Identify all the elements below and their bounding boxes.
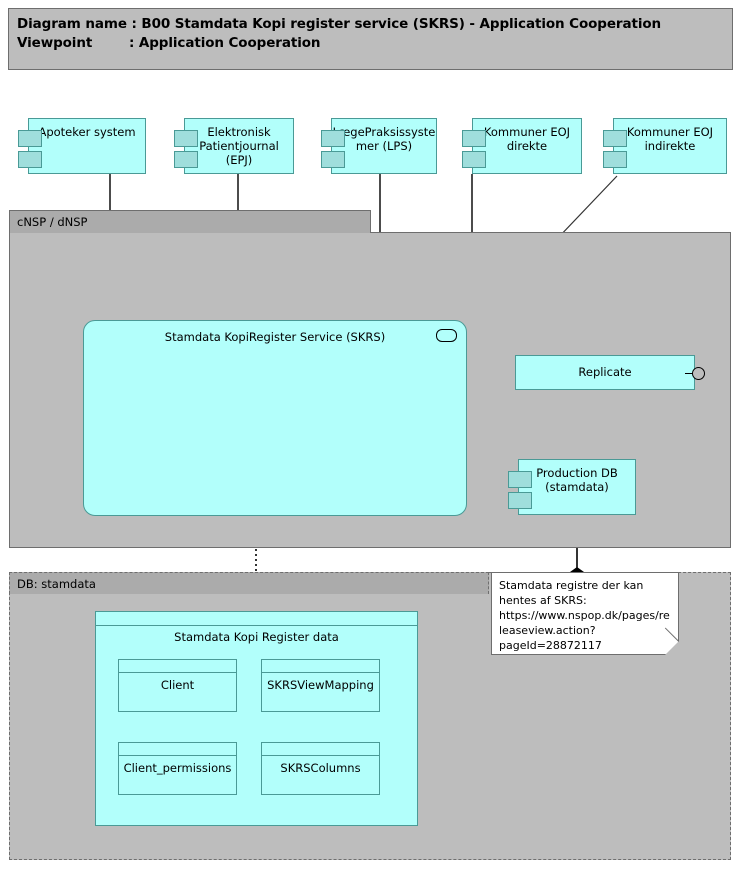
table-label: Client (160, 678, 195, 692)
component-label: LægePraksissyste mer (LPS) (332, 125, 436, 153)
group-db-stamdata-tab: DB: stamdata (9, 572, 489, 594)
diagram-name-line: Diagram name : B00 Stamdata Kopi registe… (17, 16, 662, 32)
table-header-strip (262, 660, 379, 673)
component-tab-icon (603, 151, 627, 168)
component-laegepraksissystemer-lps[interactable]: LægePraksissyste mer (LPS) (321, 118, 437, 174)
component-production-db-stamdata[interactable]: Production DB (stamdata) (508, 459, 636, 515)
component-kommuner-eoj-direkte[interactable]: Kommuner EOJ direkte (462, 118, 582, 174)
table-skrsviewmapping[interactable]: SKRSViewMapping (261, 659, 380, 712)
component-label: Production DB (stamdata) (536, 466, 618, 494)
note-text: Stamdata registre der kan hentes af SKRS… (499, 579, 670, 652)
interface-label: Replicate (578, 365, 632, 379)
component-elektronisk-patientjournal-epj[interactable]: Elektronisk Patientjournal (EPJ) (174, 118, 294, 174)
component-tab-icon (321, 130, 345, 147)
component-tab-icon (508, 471, 532, 488)
table-label: SKRSColumns (280, 761, 361, 775)
table-client-permissions[interactable]: Client_permissions (118, 742, 237, 795)
package-header-strip (96, 612, 417, 626)
component-tab-icon (18, 151, 42, 168)
component-tab-icon (174, 151, 198, 168)
group-cnsp-dnsp-tab: cNSP / dNSP (9, 210, 371, 233)
component-apoteker-system[interactable]: Apoteker system (18, 118, 146, 174)
component-kommuner-eoj-indirekte[interactable]: Kommuner EOJ indirekte (603, 118, 727, 174)
note-stamdata-registre[interactable]: Stamdata registre der kan hentes af SKRS… (491, 572, 679, 655)
component-tab-icon (321, 151, 345, 168)
interface-replicate[interactable]: Replicate (515, 355, 705, 390)
component-label: Apoteker system (38, 125, 136, 139)
component-tab-icon (508, 492, 532, 509)
table-label: SKRSViewMapping (267, 678, 374, 692)
application-service-skrs[interactable]: Stamdata KopiRegister Service (SKRS) (83, 320, 467, 516)
component-tab-icon (462, 130, 486, 147)
table-header-strip (119, 660, 236, 673)
table-client[interactable]: Client (118, 659, 237, 712)
component-label: Kommuner EOJ direkte (483, 125, 571, 153)
group-label: cNSP / dNSP (17, 215, 88, 229)
table-skrscolumns[interactable]: SKRSColumns (261, 742, 380, 795)
table-label: Client_permissions (123, 761, 232, 775)
lollipop-stem-icon (685, 372, 695, 374)
viewpoint-line: Viewpoint : Application Cooperation (17, 35, 321, 51)
application-component-icon (436, 329, 457, 342)
diagram-title-banner: Diagram name : B00 Stamdata Kopi registe… (8, 8, 733, 70)
table-header-strip (119, 743, 236, 756)
note-fold-corner-icon (665, 641, 679, 655)
group-label: DB: stamdata (17, 577, 96, 591)
component-tab-icon (462, 151, 486, 168)
component-label: Kommuner EOJ indirekte (626, 125, 714, 153)
component-tab-icon (18, 130, 42, 147)
provided-interface-lollipop-icon (692, 366, 705, 380)
component-tab-icon (174, 130, 198, 147)
component-tab-icon (603, 130, 627, 147)
table-header-strip (262, 743, 379, 756)
service-label: Stamdata KopiRegister Service (SKRS) (164, 330, 386, 344)
component-label: Elektronisk Patientjournal (EPJ) (199, 125, 279, 167)
package-label: Stamdata Kopi Register data (174, 630, 339, 644)
